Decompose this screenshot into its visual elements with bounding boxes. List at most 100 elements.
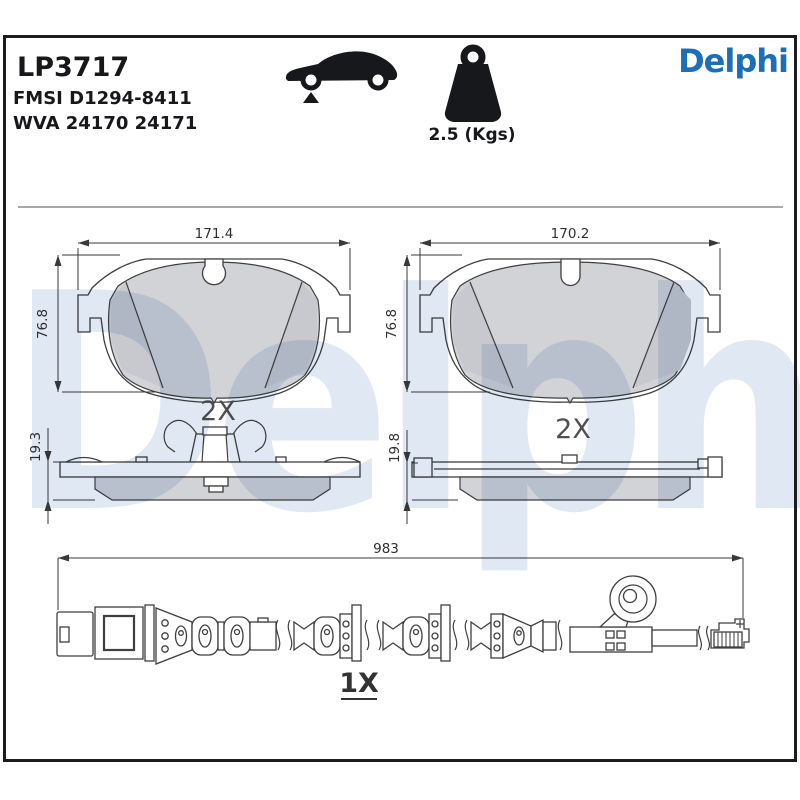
friction-side-right	[459, 476, 691, 501]
chamfer-line	[264, 281, 303, 389]
plate-end-block	[707, 456, 723, 478]
qty-sensor: 1X	[339, 668, 379, 699]
wire-band	[651, 629, 698, 647]
break-symbol	[364, 619, 370, 651]
dim-width-right: 170.2	[551, 226, 590, 242]
band-notch	[257, 617, 269, 623]
dimension-sensor-length: 983	[57, 541, 744, 618]
spring-foot-step	[208, 485, 224, 493]
break-symbol	[705, 625, 711, 651]
wire-band	[542, 621, 557, 651]
rivet	[161, 645, 169, 653]
chamfer-shade-left-b	[265, 282, 317, 388]
tip-cross-mark	[736, 620, 744, 628]
part-number: LP3717	[17, 52, 130, 83]
spring-cap	[202, 426, 228, 436]
wire-band	[217, 621, 225, 651]
crimp-eye	[174, 625, 188, 647]
spring-tower	[189, 433, 241, 463]
chamfer-shade-right-a	[453, 282, 513, 388]
fmsi-reference: FMSI D1294-8411	[13, 88, 192, 109]
rivet	[493, 620, 501, 628]
center-slot-notch	[560, 258, 581, 287]
delphi-logo: Delphi	[678, 42, 789, 80]
block-contact	[605, 630, 615, 639]
rivet	[161, 619, 169, 627]
tip-hatch-area	[713, 631, 743, 648]
rivet	[431, 620, 439, 628]
crimp-eye	[320, 624, 334, 648]
spring-tower-line	[225, 433, 229, 463]
dim-height-right: 76.8	[384, 309, 400, 339]
rivet	[431, 644, 439, 652]
front-wheel	[300, 69, 322, 91]
crimp-eye	[409, 624, 423, 648]
weight-handle	[460, 44, 486, 70]
crimp-hole	[516, 630, 522, 636]
clip-station	[293, 620, 315, 652]
weight-icon	[444, 44, 502, 122]
dimension-height-right: 76.8	[384, 254, 490, 393]
crimp-hole	[233, 628, 241, 636]
chamfer-line	[125, 281, 164, 389]
clip-station	[382, 620, 404, 652]
crimp-eye	[230, 624, 244, 648]
plate-lug	[135, 456, 148, 463]
spring-arm-left	[163, 419, 200, 453]
chamfer-line	[632, 281, 675, 389]
rivet	[431, 632, 439, 640]
pad-side-right-view	[411, 454, 723, 501]
pad-front-right-view	[419, 258, 721, 405]
crimp-hole	[323, 628, 331, 636]
center-keyhole-notch	[201, 258, 227, 286]
rivet	[161, 632, 169, 640]
spring-foot	[203, 476, 229, 487]
wear-sensor-drawing	[56, 575, 750, 665]
pad-front-left-view	[77, 258, 351, 405]
pad-side-left-view	[59, 419, 361, 501]
clip-station	[470, 620, 492, 652]
wva-reference: WVA 24170 24171	[13, 113, 198, 134]
plate-end-bump	[65, 456, 103, 463]
plate-strip-left	[59, 461, 361, 478]
qty-pad-right: 2X	[555, 414, 591, 445]
connector-latch	[59, 626, 70, 643]
break-symbol	[557, 619, 563, 651]
block-contact	[605, 642, 615, 651]
eyelet-ring	[618, 584, 648, 614]
crimp-eye	[513, 626, 525, 646]
dimension-thickness-right: 19.8	[387, 430, 458, 524]
qty-pad-left: 2X	[200, 396, 236, 427]
rivet	[342, 644, 350, 652]
dim-thickness-right: 19.8	[387, 433, 403, 463]
dimension-width-right: 170.2	[419, 226, 721, 290]
chamfer-shade-right-b	[633, 282, 691, 388]
rear-wheel	[367, 69, 389, 91]
rivet	[493, 632, 501, 640]
dim-thickness-left: 19.3	[28, 432, 44, 462]
plate-lug	[275, 456, 287, 463]
spring-arm-right	[230, 419, 267, 453]
dim-height-left: 76.8	[35, 309, 51, 339]
plate-end-bump	[323, 456, 361, 463]
break-symbol	[464, 619, 470, 651]
chamfer-line	[469, 281, 514, 389]
rivet	[342, 620, 350, 628]
eyelet-hole	[622, 588, 638, 604]
weight-body	[444, 64, 502, 122]
plate-end-block	[413, 457, 433, 478]
header-divider	[18, 206, 783, 208]
break-symbol	[697, 625, 703, 651]
dim-sensor-length: 983	[373, 541, 399, 557]
crimp-hole	[201, 628, 209, 636]
crimp-eye	[198, 624, 212, 648]
crimp-bar	[351, 604, 362, 662]
dimension-width-left: 171.4	[77, 226, 351, 290]
front-axle-marker	[303, 92, 319, 103]
tip-hatch-lines	[717, 632, 739, 647]
block-contact	[616, 630, 626, 639]
connector-window	[102, 614, 136, 652]
break-symbol	[287, 619, 293, 651]
chamfer-shade-left-a	[111, 282, 163, 388]
